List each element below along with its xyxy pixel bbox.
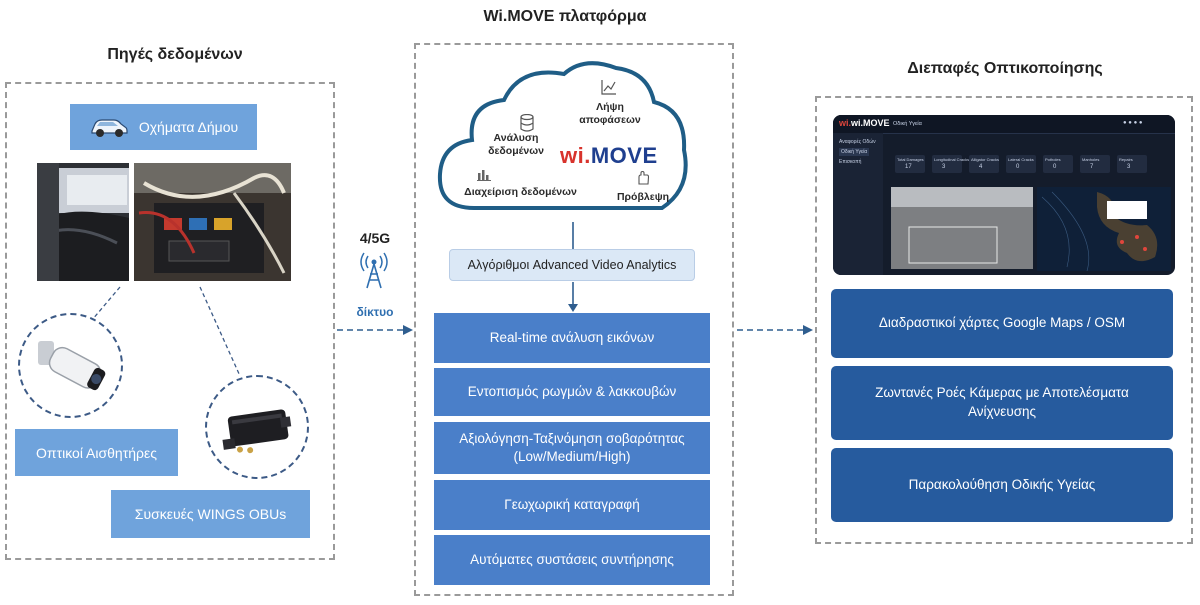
database-icon <box>520 114 534 132</box>
algorithms-box: Αλγόριθμοι Advanced Video Analytics <box>449 249 695 281</box>
sources-panel <box>5 82 335 560</box>
network-connector-arrow <box>337 325 413 335</box>
hand-icon <box>638 170 650 185</box>
network-label-bottom: δίκτυο <box>356 305 394 319</box>
dashboard-nav-item-road-health[interactable]: Οδική Υγεία <box>839 148 870 156</box>
platform-panel <box>414 43 734 596</box>
interface-maps: Διαδραστικοί χάρτες Google Maps / OSM <box>831 289 1173 358</box>
dashboard-brand: wi.wi.MOVE <box>839 118 890 128</box>
step-geospatial-logging: Γεωχωρική καταγραφή <box>434 480 710 530</box>
dashboard-user-icons: ● ● ● ● <box>1123 120 1143 126</box>
algorithms-to-steps-arrow <box>568 282 578 312</box>
network-label-top: 4/5G <box>359 230 391 246</box>
antenna-icon <box>360 252 388 289</box>
cloud-management-text: Διαχείριση δεδομένων <box>464 186 577 198</box>
camera-circle <box>18 313 123 418</box>
interface-live-camera: Ζωντανές Ροές Κάμερας με Αποτελέσματα Αν… <box>831 366 1173 440</box>
obu-device-icon <box>222 409 292 454</box>
interfaces-heading: Διεπαφές Οπτικοποίησης <box>907 60 1103 77</box>
cloud-decisions-text: Λήψη αποφάσεων <box>579 101 641 127</box>
step-severity-classification: Αξιολόγηση-Ταξινόμηση σοβαρότητας (Low/M… <box>434 422 710 474</box>
dashboard-page-title: Οδική Υγεία <box>893 121 922 127</box>
vehicle-dashcam-photo <box>37 163 129 281</box>
dashboard-map <box>1037 187 1171 271</box>
vehicles-label: Οχήματα Δήμου <box>70 104 257 150</box>
step-crack-detection: Εντοπισμός ρωγμών & λακκουβών <box>434 368 710 416</box>
interfaces-panel <box>815 96 1193 544</box>
platform-to-interfaces-arrow <box>737 325 813 335</box>
platform-heading: Wi.MOVE πλατφόρμα <box>483 8 647 25</box>
dashboard-screenshot: wi.wi.MOVE Οδική Υγεία ● ● ● ● Αναφορές … <box>833 115 1175 275</box>
dashboard-nav-item-reports[interactable]: Αναφορές Οδών <box>839 139 876 145</box>
cloud-to-algorithms-line <box>572 222 574 250</box>
trend-chart-icon <box>601 80 616 95</box>
wimove-logo: wi.MOVE <box>560 143 658 168</box>
cloud-analysis-text: Ανάλυση δεδομένων <box>488 132 544 158</box>
cloud-prediction-text: Πρόβλεψη <box>616 191 670 203</box>
obus-label: Συσκευές WINGS OBUs <box>111 490 310 538</box>
optical-sensors-label: Οπτικοί Αισθητήρες <box>15 429 178 476</box>
dashboard-nav-item-overview[interactable]: Επισκοπή <box>839 159 862 165</box>
dashboard-video-feed <box>891 187 1033 269</box>
sources-heading: Πηγές δεδομένων <box>107 46 243 63</box>
car-icon <box>91 119 128 137</box>
bar-chart-icon <box>477 170 491 181</box>
obu-installation-photo <box>134 163 291 281</box>
dashboard-sidebar: Αναφορές Οδών Οδική Υγεία Επισκοπή <box>833 133 883 275</box>
cloud-shape <box>437 61 688 210</box>
step-realtime-analysis: Real-time ανάλυση εικόνων <box>434 313 710 363</box>
dashboard-topbar: wi.wi.MOVE Οδική Υγεία ● ● ● ● <box>833 115 1175 134</box>
camera-icon <box>38 341 106 391</box>
obu-circle <box>205 375 309 479</box>
step-maintenance-recommendations: Αυτόματες συστάσεις συντήρησης <box>434 535 710 585</box>
interface-road-health: Παρακολούθηση Οδικής Υγείας <box>831 448 1173 522</box>
source-connectors <box>91 286 241 377</box>
